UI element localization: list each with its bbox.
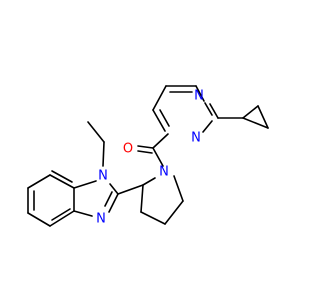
- atom-label-n-benzimidazole-ethyl: N: [98, 169, 108, 184]
- bond: [202, 120, 213, 133]
- bond: [137, 145, 154, 149]
- atom-label-n-pyrrolidine: N: [159, 165, 169, 180]
- atom-label-n-pyrimidine-bottom: N: [191, 131, 201, 146]
- bond: [104, 191, 113, 207]
- bond: [159, 109, 170, 127]
- bond: [140, 184, 144, 213]
- bond: [108, 193, 119, 213]
- benzene-ring: [27, 170, 75, 227]
- bond: [142, 177, 156, 186]
- bond: [87, 121, 105, 143]
- atom-label-n-pyrimidine-top: N: [194, 89, 204, 104]
- bond: [117, 184, 144, 195]
- bond: [49, 174, 75, 189]
- cyclopropyl-group: [242, 105, 269, 129]
- bond: [51, 208, 71, 221]
- atom-label-oxygen: O: [123, 142, 133, 157]
- ethyl-group: [87, 121, 105, 167]
- bond: [257, 105, 269, 129]
- bond: [152, 133, 169, 149]
- pyrimidine-ring: [152, 85, 244, 133]
- bond: [73, 180, 97, 189]
- bond: [51, 170, 73, 183]
- bond: [242, 117, 269, 129]
- pyrrolidine-ring: [140, 175, 184, 225]
- bond: [140, 211, 166, 225]
- carbonyl-group: [137, 133, 169, 167]
- bond: [109, 183, 119, 195]
- bond: [152, 109, 166, 132]
- bond: [27, 212, 51, 227]
- chemical-structure-diagram: N N O N N N: [27, 85, 269, 227]
- bond: [195, 85, 205, 102]
- bond: [173, 175, 184, 202]
- bond: [102, 141, 105, 167]
- atom-label-n-benzimidazole-imine: N: [96, 212, 106, 227]
- bond: [73, 210, 93, 217]
- bond: [209, 103, 219, 119]
- bond: [164, 200, 184, 225]
- bond: [27, 174, 51, 189]
- bond: [204, 102, 213, 116]
- bond: [137, 150, 153, 154]
- bond: [152, 147, 164, 167]
- imidazole-ring: [73, 180, 119, 217]
- bond: [152, 85, 167, 111]
- bond: [242, 105, 259, 119]
- bond: [49, 210, 75, 227]
